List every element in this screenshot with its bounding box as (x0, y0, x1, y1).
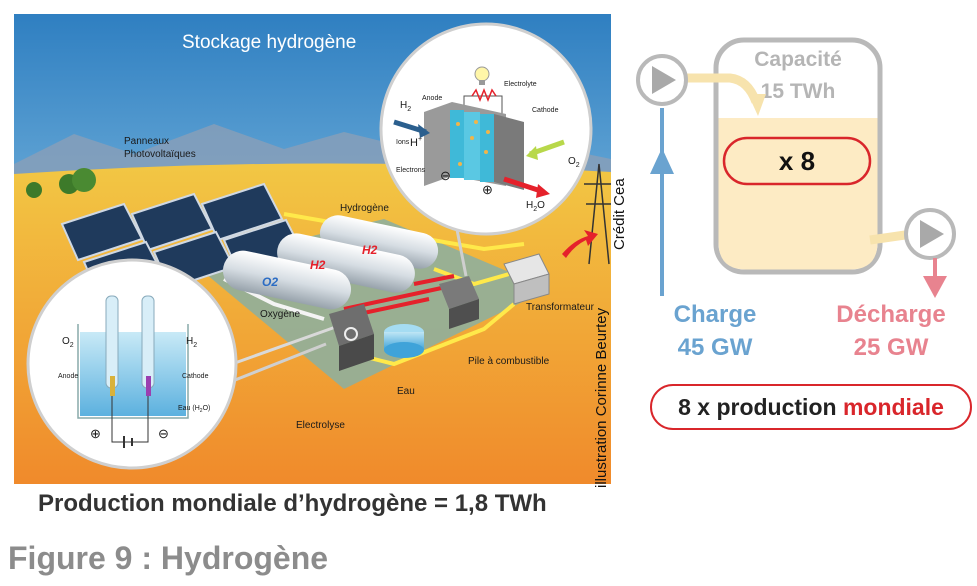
transformer-unit (503, 253, 550, 305)
electrolyser-unit (329, 304, 374, 371)
label-hydrogen: Hydrogène (340, 203, 389, 214)
fc-label-anode: Anode (422, 95, 442, 102)
el-plus-icon: ⊕ (90, 426, 101, 441)
label-water: Eau (397, 386, 415, 397)
storage-diagram: Capacité 15 TWh x 8 (636, 37, 956, 298)
el-label-o2: O2 (62, 336, 74, 349)
discharge-arrow-icon (923, 276, 947, 298)
tank-label-h2-a: H2 (310, 258, 326, 272)
discharge-label: Décharge (836, 301, 946, 328)
oxygen-tank (222, 250, 352, 310)
fuel-cell-inset: H2 Anode Electrolyte Cathode Ions H+ Ele… (379, 22, 593, 277)
credit-illustration: illustration Corinne Beurtey (593, 307, 610, 488)
discharge-label-block: Décharge 25 GW (816, 298, 966, 364)
figure-title: Figure 9 : Hydrogène (8, 540, 329, 576)
label-transformer: Transformateur (526, 302, 595, 313)
fc-label-o2: O2 (568, 156, 580, 169)
charge-arrow-icon (650, 148, 674, 174)
capacity-value: 15 TWh (761, 80, 836, 103)
multiplier-value: x 8 (779, 146, 815, 176)
el-label-anode: Anode (58, 373, 78, 380)
label-fuel-cell: Pile à combustible (468, 356, 550, 367)
storage-tank-fill (718, 118, 878, 270)
capacity-label: Capacité (754, 48, 842, 71)
charge-value: 45 GW (677, 334, 753, 361)
fc-minus-icon: ⊖ (440, 168, 451, 183)
discharge-value: 25 GW (853, 334, 929, 361)
fc-label-cathode: Cathode (532, 107, 559, 114)
production-pill: 8 x production mondiale (650, 384, 972, 430)
fuel-cell-unit (439, 276, 479, 329)
hydrogen-tank-mid (277, 233, 415, 293)
multiplier-pill (722, 136, 872, 186)
charge-label-block: Charge 45 GW (660, 298, 770, 364)
light-bulb-icon (474, 66, 490, 85)
power-pylon-icon (584, 163, 611, 265)
charge-flow-arrowhead (748, 94, 766, 116)
el-label-water: Eau (H2O) (178, 405, 210, 414)
charge-label: Charge (673, 301, 757, 328)
el-label-h2: H2 (186, 336, 197, 349)
caption: Production mondiale d’hydrogène = 1,8 TW… (38, 490, 547, 517)
electrolysis-inset: O2 H2 Anode Cathode Eau (H2O) ⊕ ⊖ (26, 258, 327, 470)
tank-label-h2-b: H2 (362, 243, 378, 257)
label-oxygen: Oxygène (260, 309, 300, 320)
fc-label-electrolyte: Electrolyte (504, 81, 537, 88)
fc-label-h2o: H2O (526, 200, 545, 213)
label-electrolysis: Electrolyse (296, 420, 345, 431)
production-highlight: mondiale (842, 394, 944, 420)
el-minus-icon: ⊖ (158, 426, 169, 441)
fc-label-hplus: H+ (410, 136, 422, 149)
el-label-cathode: Cathode (182, 373, 209, 380)
tank-label-o2: O2 (262, 275, 278, 289)
illustration-title: Stockage hydrogène (182, 32, 356, 53)
production-prefix: 8 x production (678, 394, 843, 420)
fc-label-h2: H2 (400, 100, 411, 113)
fc-label-electrons: Electrons (396, 167, 426, 174)
hydrogen-tank-back (319, 215, 439, 269)
water-tank (384, 324, 424, 358)
credit-cea: Crédit Cea (611, 178, 628, 250)
label-panels: Panneaux (124, 136, 169, 147)
fc-plus-icon: ⊕ (482, 182, 493, 197)
output-arrow-icon (562, 230, 598, 258)
credits-vertical: illustration Corinne Beurtey Crédit Cea (593, 178, 628, 488)
fc-label-ions: Ions (396, 139, 410, 146)
hydrogen-storage-illustration: Stockage hydrogène Panneaux Photovoltaïq… (14, 14, 611, 484)
label-panels-2: Photovoltaïques (124, 149, 196, 160)
